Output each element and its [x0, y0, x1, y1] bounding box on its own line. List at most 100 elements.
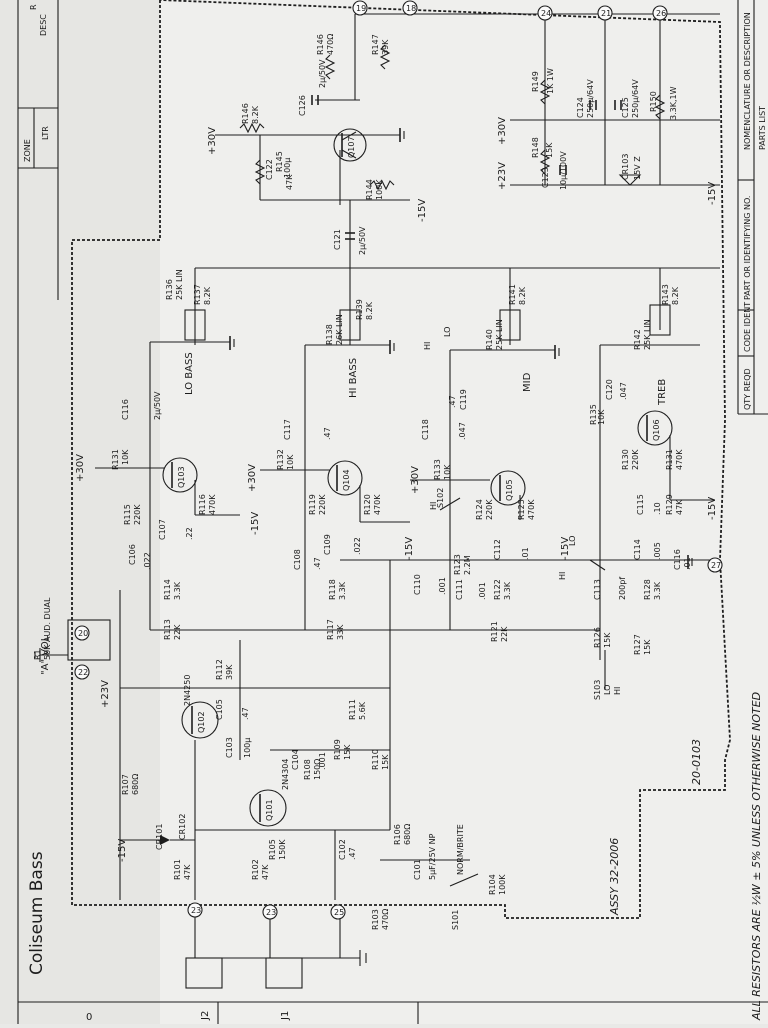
svg-text:C105: C105	[215, 699, 224, 720]
svg-text:.047: .047	[458, 422, 467, 440]
svg-text:CR102: CR102	[178, 814, 187, 840]
rail-label: -15V	[117, 839, 128, 862]
svg-text:3.3K: 3.3K	[173, 581, 182, 600]
svg-text:R117: R117	[326, 619, 335, 640]
svg-text:C124: C124	[576, 97, 585, 118]
svg-text:R137: R137	[193, 284, 202, 305]
svg-text:C115: C115	[636, 494, 645, 515]
svg-text:R140: R140	[485, 329, 494, 350]
svg-text:100K: 100K	[375, 179, 384, 200]
svg-text:.047: .047	[619, 382, 628, 400]
svg-text:R122: R122	[493, 579, 502, 600]
svg-text:R123: R123	[453, 554, 462, 575]
svg-text:Q105: Q105	[505, 479, 514, 501]
svg-text:CR101: CR101	[155, 824, 164, 850]
svg-text:R119: R119	[308, 494, 317, 515]
svg-text:C122: C122	[265, 159, 274, 180]
svg-text:26: 26	[656, 9, 666, 18]
transistor-q104	[327, 460, 363, 496]
vol-label: "A" VOL	[40, 635, 51, 675]
svg-text:2.2M: 2.2M	[463, 555, 472, 575]
svg-text:470K: 470K	[208, 494, 217, 515]
svg-text:470Ω: 470Ω	[381, 909, 390, 930]
svg-text:3.3K,1W: 3.3K,1W	[669, 86, 678, 120]
svg-text:470Ω: 470Ω	[326, 34, 335, 55]
svg-text:R109: R109	[333, 739, 342, 760]
rail-label: -15V	[707, 182, 718, 205]
svg-text:C117: C117	[283, 419, 292, 440]
part-no-label: PART OR IDENTIFYING NO.	[743, 196, 752, 300]
hi-bass-label: HI BASS	[348, 358, 359, 398]
parts-list-label: PARTS LIST	[758, 106, 767, 150]
jack-j2-label: J2	[200, 1011, 211, 1021]
svg-text:2N4250: 2N4250	[183, 675, 192, 706]
rail-label: +23V	[497, 162, 508, 190]
svg-text:680Ω: 680Ω	[403, 824, 412, 845]
svg-text:.47: .47	[241, 707, 250, 720]
svg-text:23: 23	[191, 906, 201, 915]
svg-text:25K LIN: 25K LIN	[175, 269, 184, 300]
rail-label: -15V	[404, 537, 415, 560]
svg-text:R104: R104	[488, 874, 497, 895]
svg-text:R120: R120	[363, 494, 372, 515]
svg-text:HI: HI	[613, 687, 622, 695]
svg-text:R150: R150	[649, 91, 658, 112]
svg-text:CR103: CR103	[621, 154, 630, 180]
svg-text:R138: R138	[325, 324, 334, 345]
svg-text:R143: R143	[661, 284, 670, 305]
svg-text:27: 27	[711, 561, 721, 570]
svg-text:R106: R106	[393, 824, 402, 845]
svg-text:C103: C103	[225, 737, 234, 758]
rail-label: +23V	[100, 680, 111, 708]
svg-text:20: 20	[78, 629, 88, 638]
zone-label: ZONE	[23, 139, 32, 162]
rail-label: +30V	[410, 466, 421, 494]
svg-text:R144: R144	[365, 179, 374, 200]
svg-text:C112: C112	[493, 539, 502, 560]
svg-text:C111: C111	[455, 579, 464, 600]
revision-block: DESC R ZONE LTR	[17, 0, 59, 1024]
svg-text:220K: 220K	[318, 494, 327, 515]
svg-text:1K 1W: 1K 1W	[546, 68, 555, 94]
terminal-nodes	[74, 0, 723, 920]
rail-label: -15V	[707, 497, 718, 520]
svg-text:C118: C118	[421, 419, 430, 440]
svg-text:.022: .022	[353, 537, 362, 555]
transistor-q105	[490, 470, 526, 506]
treb-label: TREB	[657, 379, 668, 406]
svg-text:0: 0	[86, 1012, 92, 1023]
code-ident-label: CODE IDENT	[743, 302, 752, 352]
rail-label: -15V	[250, 512, 261, 535]
svg-text:8.2K: 8.2K	[365, 301, 374, 320]
svg-text:22: 22	[78, 668, 88, 677]
svg-text:R135: R135	[589, 404, 598, 425]
svg-text:26K LIN: 26K LIN	[335, 314, 344, 345]
svg-text:10K: 10K	[286, 454, 295, 470]
svg-text:.47: .47	[313, 557, 322, 570]
svg-text:R133: R133	[433, 459, 442, 480]
svg-text:R113: R113	[163, 619, 172, 640]
svg-text:C116: C116	[121, 399, 130, 420]
svg-text:100µ: 100µ	[243, 738, 252, 758]
svg-text:2µ/50V: 2µ/50V	[153, 391, 162, 420]
svg-text:.22: .22	[185, 527, 194, 540]
svg-text:R105: R105	[268, 839, 277, 860]
ltr-label: LTR	[41, 126, 50, 140]
svg-text:47K: 47K	[183, 864, 192, 880]
rail-label: +30V	[75, 454, 86, 482]
svg-text:R128: R128	[643, 579, 652, 600]
svg-text:S103: S103	[593, 680, 602, 700]
assembly-number: ASSY 32-2006	[608, 838, 621, 916]
svg-text:21: 21	[601, 9, 611, 18]
page-title: Coliseum Bass	[27, 851, 47, 975]
svg-text:25K LIN: 25K LIN	[643, 319, 652, 350]
svg-text:R116: R116	[198, 494, 207, 515]
svg-text:3.3K: 3.3K	[503, 581, 512, 600]
svg-text:R1: R1	[33, 649, 42, 660]
svg-text:.001: .001	[318, 752, 327, 770]
svg-text:3.3K: 3.3K	[338, 581, 347, 600]
svg-text:C102: C102	[338, 839, 347, 860]
resistor-note: ALL RESISTORS ARE ½W ± 5% UNLESS OTHERWI…	[750, 692, 763, 1021]
svg-text:22K: 22K	[173, 624, 182, 640]
svg-text:470K: 470K	[527, 499, 536, 520]
